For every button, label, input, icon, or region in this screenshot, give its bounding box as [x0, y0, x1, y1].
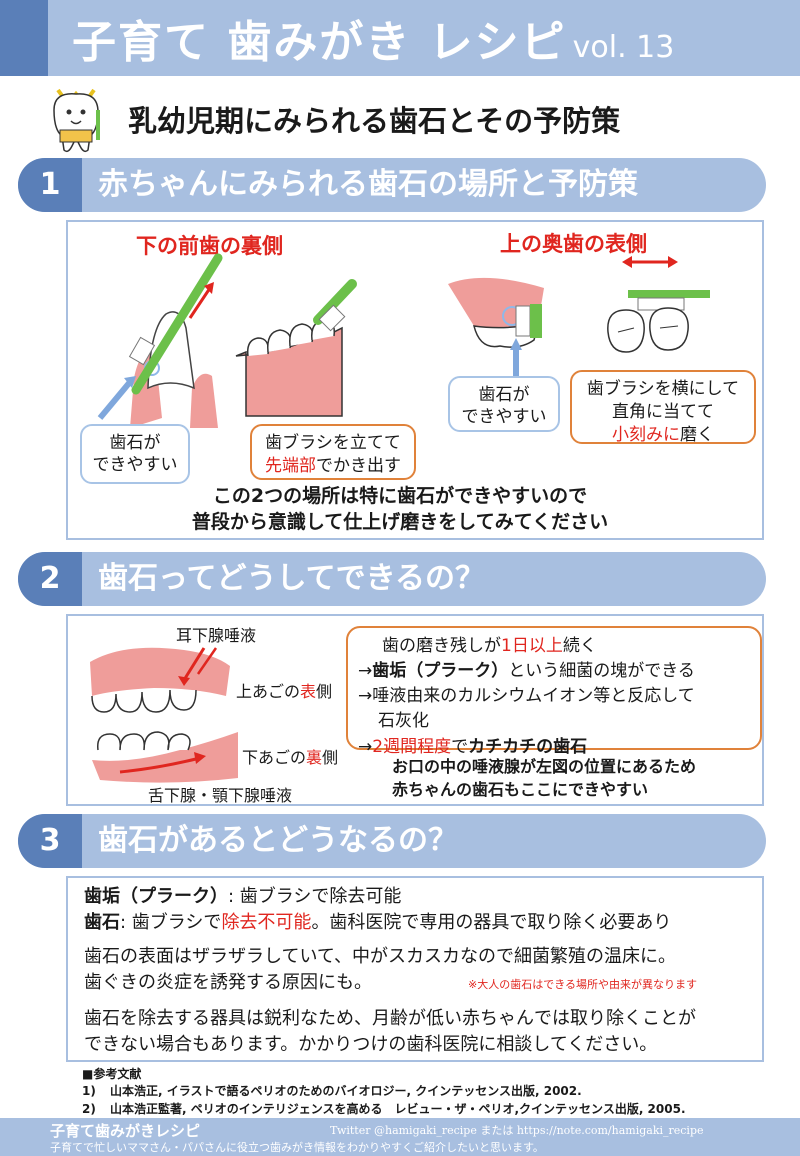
footer-links[interactable]: Twitter @hamigaki_recipe または https://not…	[330, 1124, 704, 1137]
footer-description: 子育てで忙しいママさん・パパさんに役立つ歯みがき情報をわかりやすくご紹介したいと…	[50, 1141, 544, 1154]
callout-brush-sideways: 歯ブラシを横にして 直角に当てて 小刻みに磨く	[570, 370, 756, 445]
section2-title: 歯石ってどうしてできるの？	[98, 561, 485, 596]
upper-jaw-illustration	[90, 647, 230, 713]
callout-brush-upright: 歯ブラシを立てて 先端部でかき出す	[250, 424, 416, 480]
footer: 子育て歯みがきレシピ Twitter @hamigaki_recipe または …	[0, 1118, 800, 1156]
tartar-surface-paragraph: 歯石の表面はザラザラしていて、中がスカスカなので細菌繁殖の温床に。 歯ぐきの炎症…	[84, 946, 677, 994]
upper-molar-illustration	[448, 277, 544, 376]
callout-tartar-prone-left: 歯石が できやすい	[80, 424, 190, 484]
callout-tartar-prone-right: 歯石が できやすい	[448, 376, 560, 432]
label-upper-jaw-outer: 上あごの表側	[236, 682, 333, 701]
label-lower-front-lingual: 下の前歯の裏側	[136, 234, 283, 258]
section3-panel	[66, 876, 764, 1062]
molars-top-view-illustration	[607, 256, 710, 353]
section3-title: 歯石があるとどうなるの？	[98, 823, 458, 858]
section1-header	[18, 158, 766, 212]
plaque-vs-tartar: 歯垢（プラーク）: 歯ブラシで除去可能 歯石: 歯ブラシで除去不可能。歯科医院で…	[84, 886, 672, 934]
tartar-removal-paragraph: 歯石を除去する器具は鋭利なため、月齢が低い赤ちゃんでは取り除くことが できない場…	[84, 1008, 696, 1056]
label-sublingual-saliva: 舌下腺・顎下腺唾液	[148, 786, 293, 805]
label-upper-molar-buccal: 上の奥歯の表側	[500, 232, 647, 256]
references: ■参考文献 1)山本浩正, イラストで語るペリオのためのバイオロジー, クインテ…	[82, 1067, 686, 1116]
lower-jaw-illustration	[92, 731, 238, 783]
label-lower-jaw-inner: 下あごの裏側	[242, 748, 339, 767]
header-band	[48, 0, 800, 76]
lower-teeth-row-illustration	[235, 279, 357, 417]
main-title: 乳幼児期にみられる歯石とその予防策	[128, 104, 621, 138]
header-accent	[0, 0, 48, 76]
section3-header	[18, 814, 766, 868]
label-parotid-saliva: 耳下腺唾液	[176, 626, 257, 645]
tartar-formation-box: 歯の磨き残しが1日以上続く →歯垢（プラーク）という細菌の塊ができる →唾液由来…	[346, 626, 762, 757]
tooth-mascot-icon	[53, 88, 100, 153]
section1-number: 1	[18, 158, 82, 212]
lower-front-tooth-illustration	[97, 253, 223, 428]
section2-number: 2	[18, 552, 82, 606]
section2-header	[18, 552, 766, 606]
footer-brand: 子育て歯みがきレシピ	[50, 1122, 201, 1140]
section3-number: 3	[18, 814, 82, 868]
adult-tartar-note: ※大人の歯石はできる場所や由来が異なります	[468, 978, 697, 991]
section1-title: 赤ちゃんにみられる歯石の場所と予防策	[98, 167, 638, 202]
header-vol: vol. 13	[572, 30, 675, 65]
section1-note: この2つの場所は特に歯石ができやすいので 普段から意識して仕上げ磨きをしてみてく…	[191, 485, 609, 533]
section2-note: お口の中の唾液腺が左図の位置にあるため 赤ちゃんの歯石もここにできやすい	[392, 757, 697, 799]
